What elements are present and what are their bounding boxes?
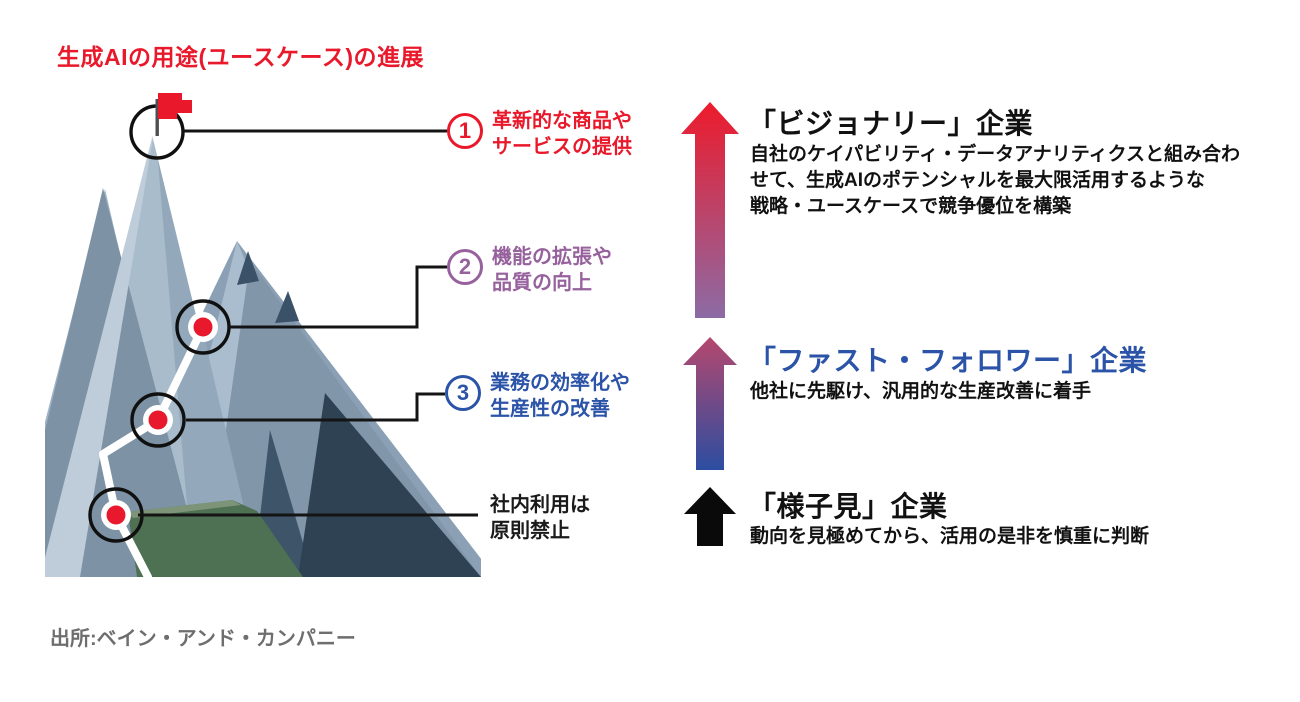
highlight-circles (88, 104, 231, 543)
usecase-4-label: 社内利用は 原則禁止 (490, 494, 590, 542)
usecase-1-label: 革新的な商品や サービスの提供 (492, 110, 632, 158)
tier-wait-and-see-name: 「様子見」企業 (748, 491, 948, 522)
usecase-3-number-badge: 3 (445, 375, 481, 411)
usecase-2-number-badge: 2 (447, 249, 483, 285)
usecase-3-number: 3 (456, 380, 470, 405)
summit-flag-icon (155, 93, 192, 136)
usecase-3-label: 業務の効率化や 生産性の改善 (490, 372, 630, 420)
source-note: 出所:ベイン・アンド・カンパニー (50, 628, 356, 650)
tier-visionary-description: 自社のケイパビリティ・データアナリティクスと組み合わ せて、生成AIのポテンシャ… (750, 144, 1241, 217)
tier-wait-and-see-description: 動向を見極めてから、活用の是非を慎重に判断 (750, 526, 1150, 547)
mountain-illustration (45, 93, 481, 579)
waypoint-dot-icon (148, 410, 168, 430)
green-meadow (128, 500, 303, 577)
usecase-1-number: 1 (458, 118, 472, 143)
arrow-up-visionary-icon (681, 102, 739, 318)
tier-visionary-name: 「ビジョナリー」企業 (748, 108, 1034, 139)
waypoint-dot-icon (193, 317, 213, 337)
arrow-up-wait-and-see-icon (684, 487, 736, 546)
tier-fast-follower-description: 他社に先駆け、汎用的な生産改善に着手 (750, 381, 1092, 402)
usecase-2-label: 機能の拡張や 品質の向上 (492, 246, 612, 294)
waypoint-dot-icon (106, 505, 126, 525)
arrow-up-fast-follower-icon (683, 337, 737, 470)
waypoint-markers (101, 312, 218, 530)
diagram-title: 生成AIの用途(ユースケース)の進展 (57, 44, 425, 70)
tier-fast-follower-name: 「ファスト・フォロワー」企業 (748, 345, 1148, 376)
usecase-1-number-badge: 1 (447, 113, 483, 149)
usecase-2-number: 2 (458, 254, 472, 279)
